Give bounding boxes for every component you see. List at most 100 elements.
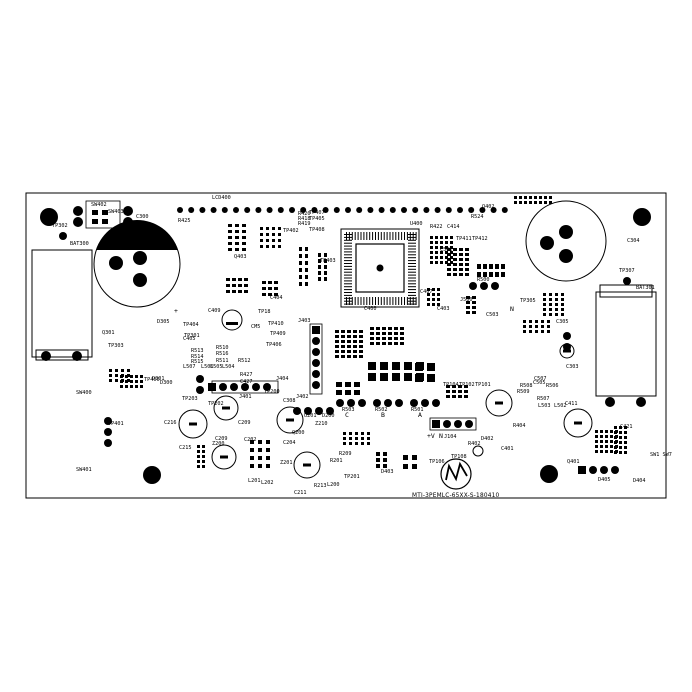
smd-pad bbox=[260, 233, 263, 236]
smd-pad bbox=[130, 385, 133, 388]
u400-mcu bbox=[340, 228, 420, 308]
u400-pin bbox=[389, 232, 391, 240]
u400-pin bbox=[344, 242, 352, 244]
mount-hole-a bbox=[73, 206, 83, 216]
smd-pad bbox=[495, 264, 499, 269]
smd-pad bbox=[535, 325, 538, 328]
u400-pin bbox=[344, 280, 352, 282]
smd-pad bbox=[432, 293, 435, 296]
manufacturer-logo bbox=[440, 458, 472, 490]
label-tp303: TP303 bbox=[108, 343, 124, 349]
u400-pin bbox=[398, 297, 400, 305]
smd-pad bbox=[361, 442, 364, 445]
label-r418: R418 bbox=[298, 216, 311, 222]
smd-pad bbox=[278, 233, 281, 236]
smd-pad bbox=[382, 332, 386, 335]
smd-pad bbox=[197, 465, 200, 468]
u400-pin bbox=[363, 232, 365, 240]
u400-pin bbox=[366, 297, 368, 305]
smd-pad bbox=[324, 253, 327, 257]
header-pin bbox=[312, 359, 320, 367]
header-pin bbox=[315, 407, 323, 415]
smd-pad bbox=[483, 264, 487, 269]
smd-pad bbox=[341, 355, 345, 358]
label-r512: R512 bbox=[238, 358, 251, 364]
header-pin bbox=[563, 332, 571, 340]
smd-pad bbox=[453, 268, 457, 271]
u400-pin bbox=[344, 297, 352, 299]
smd-pad bbox=[115, 374, 118, 377]
lcd400-pin bbox=[345, 207, 351, 213]
smd-pad bbox=[415, 363, 423, 371]
label-r209: R209 bbox=[339, 451, 352, 457]
smd-pad bbox=[278, 239, 281, 242]
smd-pad bbox=[376, 332, 380, 335]
u400-pin bbox=[344, 283, 352, 285]
smd-pad bbox=[529, 201, 532, 204]
label-l503: L503 bbox=[538, 403, 551, 409]
j403-outline bbox=[309, 323, 323, 395]
smd-pad bbox=[543, 293, 546, 296]
smd-pad bbox=[450, 236, 453, 239]
smd-pad bbox=[458, 395, 462, 398]
smd-pad bbox=[335, 340, 339, 343]
smd-pad bbox=[430, 236, 433, 239]
smd-pad bbox=[447, 263, 451, 266]
smd-pad bbox=[595, 450, 598, 453]
smd-pad bbox=[343, 442, 346, 445]
smd-pad bbox=[109, 379, 112, 382]
u400-pin bbox=[408, 289, 416, 291]
lcd400-pin bbox=[188, 207, 195, 213]
lcd400-pin bbox=[244, 207, 251, 213]
u400-pin bbox=[408, 239, 416, 241]
terminal-n: N bbox=[439, 432, 443, 440]
label-tp410: TP410 bbox=[268, 321, 284, 327]
smd-pad bbox=[561, 303, 564, 306]
smd-pad bbox=[370, 342, 374, 345]
smd-pad bbox=[335, 330, 339, 333]
label-c421: C421 bbox=[620, 424, 633, 430]
label-tp400: TP400 bbox=[144, 377, 160, 383]
u400-pin bbox=[344, 274, 352, 276]
bat301-label: BAT301 bbox=[636, 285, 655, 291]
smd-pad bbox=[605, 440, 608, 443]
u400-pin bbox=[344, 265, 352, 267]
label-tp408: TP408 bbox=[309, 227, 325, 233]
smd-pad bbox=[453, 273, 457, 276]
smd-pad bbox=[524, 196, 527, 199]
u400-pin bbox=[408, 277, 416, 279]
smd-pad bbox=[549, 201, 552, 204]
smd-pad bbox=[202, 460, 205, 463]
lcd400-pin bbox=[501, 207, 508, 213]
label-q402: Q402 bbox=[482, 204, 495, 210]
smd-pad bbox=[415, 374, 423, 382]
smd-pad bbox=[376, 458, 380, 462]
smd-pad bbox=[242, 224, 246, 227]
smd-pad bbox=[446, 395, 450, 398]
smd-pad bbox=[266, 456, 270, 460]
label-l506: L506 bbox=[201, 364, 214, 370]
u400-pin bbox=[346, 232, 347, 240]
smd-pad bbox=[466, 296, 470, 299]
u400-pin bbox=[408, 245, 416, 247]
smd-pad bbox=[140, 385, 143, 388]
smd-pad bbox=[202, 455, 205, 458]
phase-b: B bbox=[381, 411, 385, 419]
u400-pin bbox=[344, 251, 352, 253]
smd-pad bbox=[447, 268, 451, 271]
u400-pin bbox=[409, 232, 411, 240]
smd-pad bbox=[382, 327, 386, 330]
label-tp402: TP402 bbox=[283, 228, 299, 234]
smd-pad bbox=[544, 196, 547, 199]
smd-pad bbox=[244, 290, 248, 293]
smd-pad bbox=[260, 227, 263, 230]
smd-pad bbox=[465, 253, 469, 256]
label-q401: Q401 bbox=[567, 459, 580, 465]
smd-pad bbox=[345, 390, 351, 395]
header-pin bbox=[312, 381, 320, 389]
u400-pin bbox=[415, 232, 417, 240]
label-tp401: TP401 bbox=[108, 421, 124, 427]
smd-pad bbox=[274, 287, 278, 290]
smd-pad bbox=[244, 278, 248, 281]
label-c209: C209 bbox=[215, 436, 228, 442]
